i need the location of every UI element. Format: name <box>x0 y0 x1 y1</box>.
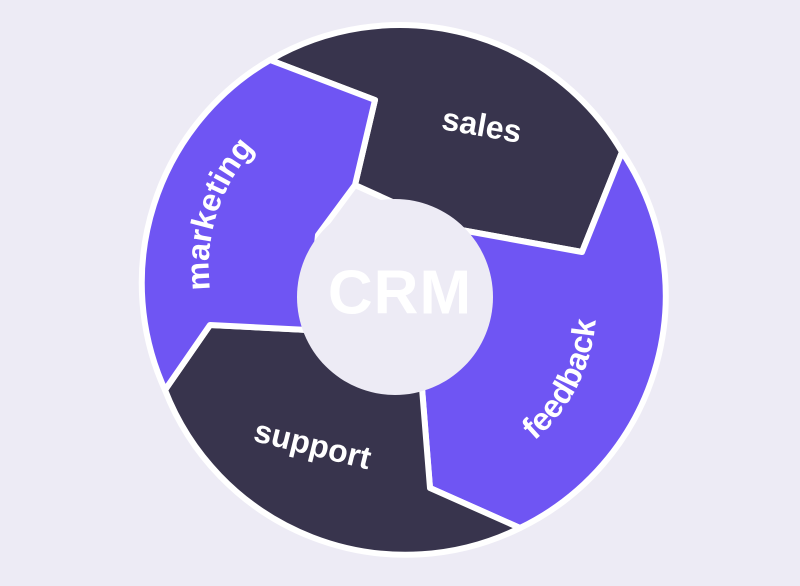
segment-marketing[interactable] <box>138 57 378 393</box>
segments-ring <box>138 22 669 558</box>
center-hub <box>297 199 493 395</box>
segment-sales[interactable] <box>267 22 625 255</box>
center-label: CRM <box>328 258 472 327</box>
